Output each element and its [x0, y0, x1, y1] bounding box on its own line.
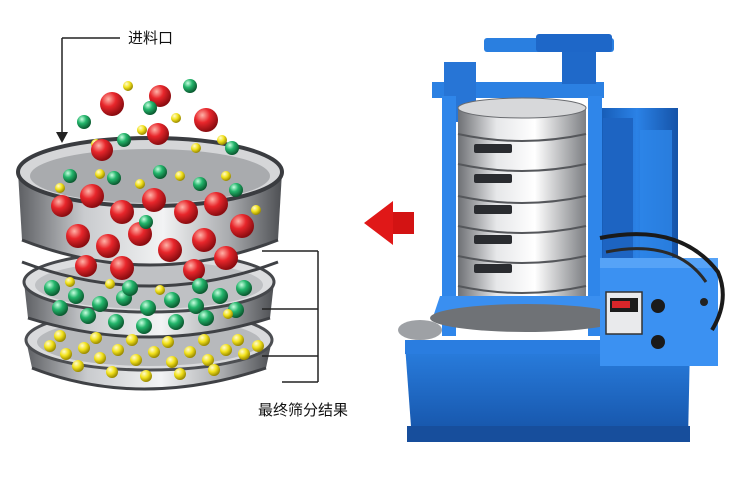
yellow-ball [223, 309, 233, 319]
yellow-ball [252, 340, 264, 352]
green-ball [168, 314, 184, 330]
red-ball [110, 256, 134, 280]
result-bracket [262, 250, 319, 383]
yellow-ball [94, 352, 106, 364]
yellow-ball [217, 135, 227, 145]
red-ball [110, 200, 134, 224]
sieve-shaker-machine [398, 34, 725, 442]
green-ball [139, 215, 153, 229]
green-ball [164, 292, 180, 308]
yellow-ball [174, 368, 186, 380]
yellow-ball [221, 171, 231, 181]
red-ball [174, 200, 198, 224]
yellow-ball [251, 205, 261, 215]
inlet-label: 进料口 [128, 29, 174, 47]
red-ball [142, 188, 166, 212]
sieving-result-label: 最终筛分结果 [258, 401, 349, 419]
yellow-ball [238, 348, 250, 360]
yellow-ball [44, 340, 56, 352]
red-ball [192, 228, 216, 252]
yellow-ball [112, 344, 124, 356]
green-ball [80, 308, 96, 324]
green-ball [193, 177, 207, 191]
red-ball [75, 255, 97, 277]
green-ball [108, 314, 124, 330]
yellow-ball [65, 277, 75, 287]
yellow-ball [220, 344, 232, 356]
red-ball [80, 184, 104, 208]
green-ball [153, 165, 167, 179]
green-ball [136, 318, 152, 334]
green-ball [52, 300, 68, 316]
inlet-pointer [61, 37, 120, 138]
red-ball [96, 234, 120, 258]
green-ball [192, 278, 208, 294]
green-ball [140, 300, 156, 316]
sieve-stack [16, 37, 319, 391]
yellow-ball [72, 360, 84, 372]
yellow-ball [55, 183, 65, 193]
green-ball [44, 280, 60, 296]
red-ball [158, 238, 182, 262]
green-ball [212, 288, 228, 304]
green-ball [143, 101, 157, 115]
yellow-ball [166, 356, 178, 368]
yellow-ball [155, 285, 165, 295]
yellow-ball [232, 334, 244, 346]
green-ball [63, 169, 77, 183]
green-ball [188, 298, 204, 314]
red-ball [91, 139, 113, 161]
left-arrow-icon [364, 201, 414, 245]
red-ball [214, 246, 238, 270]
red-ball [66, 224, 90, 248]
yellow-ball [198, 334, 210, 346]
yellow-ball [137, 125, 147, 135]
yellow-ball [202, 354, 214, 366]
yellow-ball [105, 279, 115, 289]
green-ball [68, 288, 84, 304]
yellow-ball [123, 81, 133, 91]
green-ball [229, 183, 243, 197]
yellow-ball [54, 330, 66, 342]
particle-balls [44, 79, 264, 382]
yellow-ball [60, 348, 72, 360]
yellow-ball [90, 332, 102, 344]
green-ball [77, 115, 91, 129]
yellow-ball [126, 334, 138, 346]
yellow-ball [130, 354, 142, 366]
yellow-ball [191, 143, 201, 153]
yellow-ball [95, 169, 105, 179]
yellow-ball [171, 113, 181, 123]
yellow-ball [106, 366, 118, 378]
yellow-ball [78, 342, 90, 354]
green-ball [198, 310, 214, 326]
red-ball [149, 85, 171, 107]
yellow-ball [184, 346, 196, 358]
red-ball [194, 108, 218, 132]
yellow-ball [208, 364, 220, 376]
red-ball [147, 123, 169, 145]
green-ball [117, 133, 131, 147]
yellow-ball [148, 346, 160, 358]
red-ball [100, 92, 124, 116]
yellow-ball [140, 370, 152, 382]
green-ball [236, 280, 252, 296]
green-ball [107, 171, 121, 185]
green-ball [183, 79, 197, 93]
green-ball [122, 280, 138, 296]
red-ball [230, 214, 254, 238]
yellow-ball [162, 336, 174, 348]
yellow-ball [135, 179, 145, 189]
green-ball [225, 141, 239, 155]
red-ball [183, 259, 205, 281]
red-ball [51, 195, 73, 217]
red-ball [204, 192, 228, 216]
green-ball [92, 296, 108, 312]
yellow-ball [175, 171, 185, 181]
